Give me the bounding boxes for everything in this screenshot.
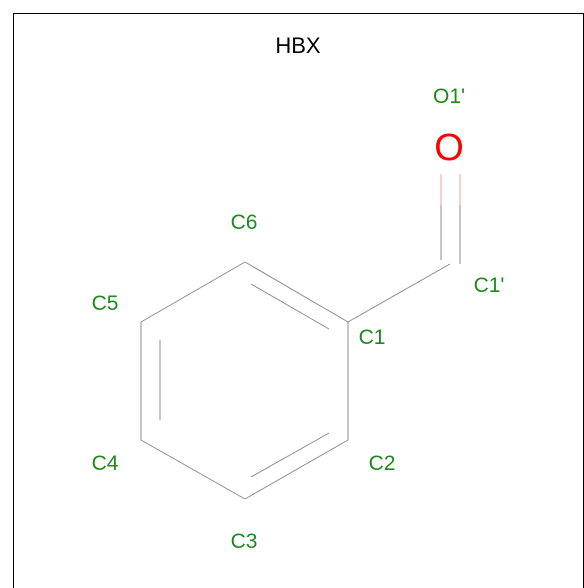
atom-label-c3: C3 <box>231 530 258 553</box>
atom-label-c5: C5 <box>92 292 119 315</box>
bond-c2-c3 <box>244 439 349 500</box>
bond-c3-c4 <box>140 439 246 500</box>
atom-labels: O1' C1' C1 C2 C3 C4 C5 C6 <box>92 85 505 553</box>
bond-c5-c6 <box>140 261 246 323</box>
bond-c6-c1 <box>244 261 349 323</box>
atom-label-c4: C4 <box>92 452 119 475</box>
aldehyde-group <box>347 174 461 323</box>
oxygen-symbol: O <box>434 127 464 169</box>
diagram-title: HBX <box>275 33 321 58</box>
atom-label-c6: C6 <box>231 211 258 234</box>
inner-bond-c6-c1 <box>250 283 330 330</box>
atom-label-c1p: C1' <box>474 274 505 297</box>
inner-bond-c2-c3 <box>250 432 330 478</box>
atom-label-c1: C1 <box>359 326 386 349</box>
atom-label-o1p: O1' <box>433 85 465 108</box>
atom-label-c2: C2 <box>369 452 396 475</box>
benzene-ring <box>140 261 349 500</box>
bond-c1-c1p <box>347 263 451 323</box>
